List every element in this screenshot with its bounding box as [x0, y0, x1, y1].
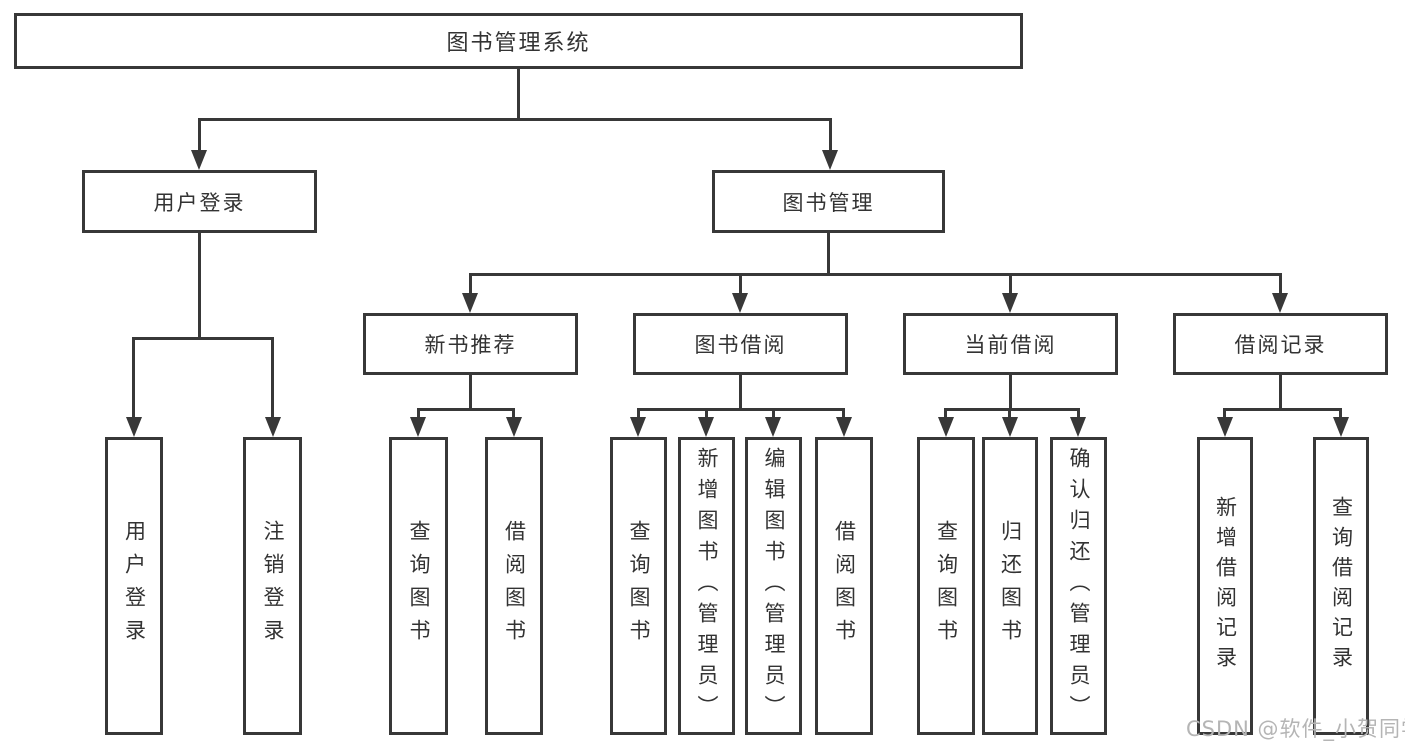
connector-line	[417, 408, 515, 411]
node-book-borrowing: 图书借阅	[633, 313, 848, 375]
leaf-current-confirm-return-admin: 确认归还（管理员）	[1050, 437, 1107, 735]
arrow-head-icon	[836, 417, 852, 437]
node-book-management: 图书管理	[712, 170, 945, 233]
connector-line	[469, 375, 472, 408]
node-book-management-label: 图书管理	[782, 190, 875, 215]
leaf-current-query-books-label: 查询图书	[934, 520, 959, 652]
leaf-user-login-label: 用户登录	[122, 520, 147, 652]
connector-line	[132, 337, 274, 340]
arrow-head-icon	[1002, 293, 1018, 313]
leaf-borrowing-query-books-label: 查询图书	[627, 520, 651, 652]
arrow-head-icon	[698, 417, 714, 437]
connector-line	[469, 273, 1282, 276]
leaf-recommend-borrow-books-label: 借阅图书	[502, 520, 527, 652]
connector-line	[739, 273, 742, 295]
arrow-head-icon	[410, 417, 426, 437]
leaf-current-query-books: 查询图书	[917, 437, 975, 735]
connector-line	[198, 233, 201, 339]
arrow-head-icon	[1002, 417, 1018, 437]
leaf-recommend-query-books-label: 查询图书	[407, 520, 431, 652]
connector-line	[132, 337, 135, 419]
connector-line	[198, 118, 832, 121]
leaf-borrowing-edit-books-admin-label: 编辑图书（管理员）	[762, 446, 786, 726]
connector-line	[829, 118, 832, 152]
leaf-borrowing-add-books-admin-label: 新增图书（管理员）	[695, 446, 719, 726]
connector-line	[1077, 408, 1080, 419]
node-user-login-label: 用户登录	[153, 190, 246, 215]
arrow-head-icon	[765, 417, 781, 437]
connector-line	[827, 233, 830, 273]
connector-line	[417, 408, 420, 419]
node-borrowing-records-label: 借阅记录	[1234, 333, 1327, 357]
leaf-borrowing-borrow-books-label: 借阅图书	[832, 520, 857, 652]
arrow-head-icon	[126, 417, 142, 437]
arrow-head-icon	[822, 150, 838, 170]
leaf-user-login: 用户登录	[105, 437, 163, 735]
connector-line	[1223, 408, 1226, 419]
node-current-borrowing-label: 当前借阅	[964, 333, 1057, 357]
arrow-head-icon	[630, 417, 646, 437]
arrow-head-icon	[265, 417, 281, 437]
connector-line	[705, 408, 708, 419]
leaf-current-confirm-return-admin-label: 确认归还（管理员）	[1067, 446, 1091, 726]
leaf-logout: 注销登录	[243, 437, 302, 735]
arrow-head-icon	[462, 293, 478, 313]
connector-line	[1279, 375, 1282, 408]
arrow-head-icon	[1333, 417, 1349, 437]
leaf-current-return-books-label: 归还图书	[998, 520, 1023, 652]
leaf-recommend-query-books: 查询图书	[389, 437, 448, 735]
leaf-recommend-borrow-books: 借阅图书	[485, 437, 543, 735]
node-root-label: 图书管理系统	[446, 31, 591, 56]
node-borrowing-records: 借阅记录	[1173, 313, 1388, 375]
node-new-book-recommend-label: 新书推荐	[424, 333, 517, 357]
connector-line	[1223, 408, 1342, 411]
arrow-head-icon	[1070, 417, 1086, 437]
connector-line	[1279, 273, 1282, 295]
connector-line	[271, 337, 274, 419]
connector-line	[1339, 408, 1342, 419]
leaf-records-query-record: 查询借阅记录	[1313, 437, 1369, 735]
connector-line	[739, 375, 742, 408]
node-root: 图书管理系统	[14, 13, 1023, 69]
arrow-head-icon	[1272, 293, 1288, 313]
leaf-current-return-books: 归还图书	[982, 437, 1038, 735]
leaf-borrowing-query-books: 查询图书	[610, 437, 667, 735]
leaf-borrowing-add-books-admin: 新增图书（管理员）	[678, 437, 735, 735]
leaf-borrowing-borrow-books: 借阅图书	[815, 437, 873, 735]
arrow-head-icon	[506, 417, 522, 437]
node-current-borrowing: 当前借阅	[903, 313, 1118, 375]
connector-line	[517, 69, 520, 118]
arrow-head-icon	[1217, 417, 1233, 437]
arrow-head-icon	[938, 417, 954, 437]
node-book-borrowing-label: 图书借阅	[694, 333, 787, 357]
connector-line	[944, 408, 1080, 411]
connector-line	[772, 408, 775, 419]
connector-line	[1009, 273, 1012, 295]
arrow-head-icon	[191, 150, 207, 170]
connector-line	[512, 408, 515, 419]
connector-line	[1009, 375, 1012, 408]
connector-line	[944, 408, 947, 419]
connector-line	[637, 408, 845, 411]
node-user-login: 用户登录	[82, 170, 317, 233]
node-new-book-recommend: 新书推荐	[363, 313, 578, 375]
connector-line	[842, 408, 845, 419]
csdn-watermark: CSDN @软件_小贺同学	[1186, 717, 1405, 741]
leaf-borrowing-edit-books-admin: 编辑图书（管理员）	[745, 437, 802, 735]
leaf-records-query-record-label: 查询借阅记录	[1329, 496, 1354, 676]
connector-line	[1008, 408, 1011, 419]
arrow-head-icon	[732, 293, 748, 313]
connector-line	[469, 273, 472, 295]
connector-line	[637, 408, 640, 419]
leaf-records-add-record-label: 新增借阅记录	[1213, 496, 1238, 676]
leaf-logout-label: 注销登录	[261, 520, 285, 652]
leaf-records-add-record: 新增借阅记录	[1197, 437, 1253, 735]
connector-line	[198, 118, 201, 152]
